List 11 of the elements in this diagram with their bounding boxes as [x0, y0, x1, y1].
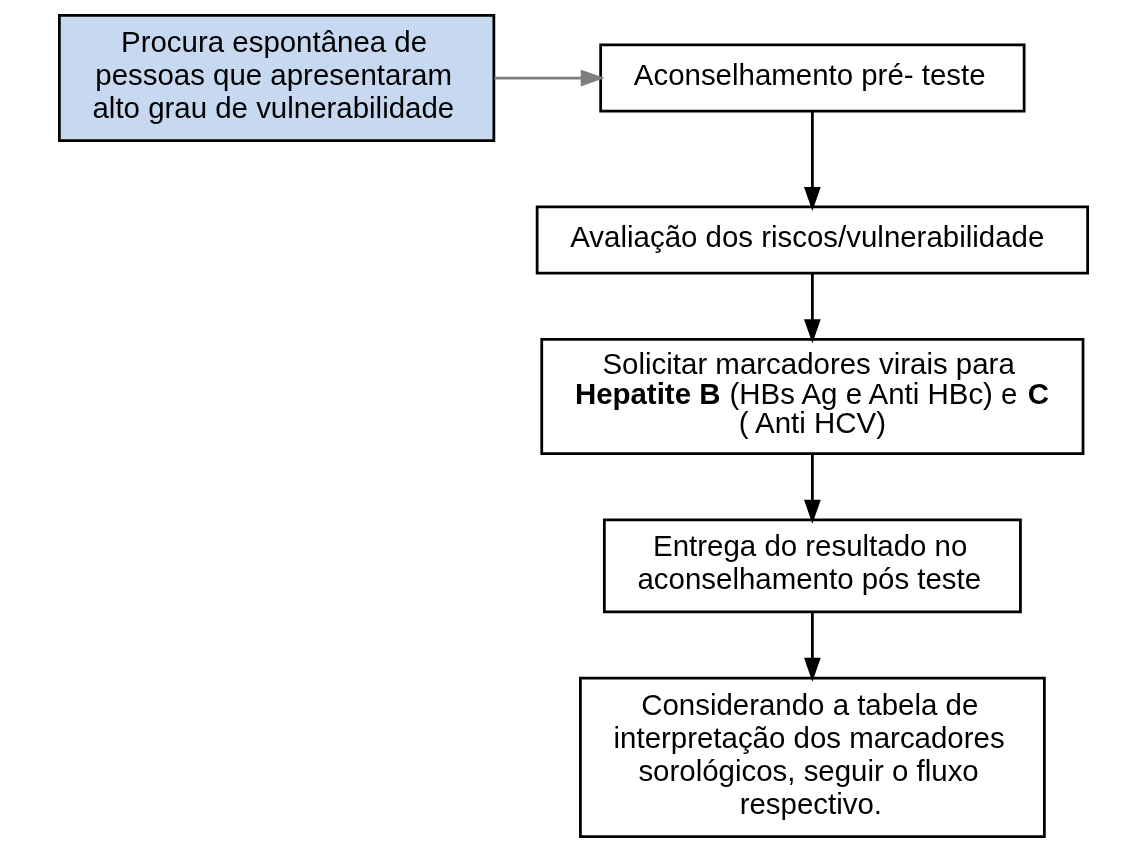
arrow: [803, 454, 821, 524]
node-box: Solicitar marcadores virais para Hepatite B (HBs Ag e Anti HBc) e C ( Anti HCV): [539, 338, 1084, 455]
node-box: Aconselhamento pré- teste: [598, 43, 1025, 113]
node-box: Considerando a tabela de interpretação dos marcadores sorológicos, seguir o fluxo respectivo.: [578, 676, 1046, 838]
node-box: Procura espontânea de pessoas que apresentaram alto grau de vulnerabilidade: [57, 14, 495, 142]
arrow: [803, 111, 821, 211]
arrow: [493, 69, 605, 87]
arrow: [803, 612, 821, 682]
arrow: [803, 273, 821, 344]
node-box: Entrega do resultado no aconselhamento pós teste: [602, 518, 1022, 614]
node-box: Avaliação dos riscos/vulnerabilidade: [535, 205, 1089, 275]
